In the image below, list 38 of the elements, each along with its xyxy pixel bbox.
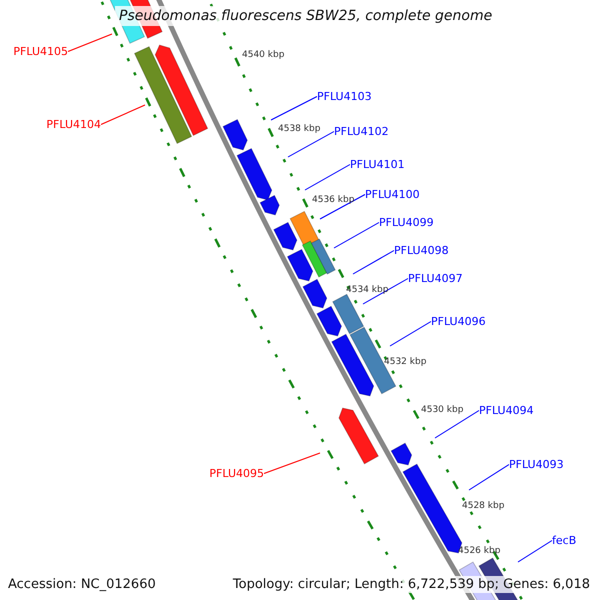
leader-line xyxy=(304,164,350,190)
gene-label: PFLU4104 xyxy=(46,118,101,131)
scale-tick-label: 4540 kbp xyxy=(242,50,284,61)
gene-label: PFLU4102 xyxy=(334,125,389,138)
gene-label: PFLU4093 xyxy=(509,458,564,471)
leader-line xyxy=(320,194,366,220)
scale-tick-label: 4530 kbp xyxy=(421,405,464,416)
leader-line xyxy=(362,278,408,304)
gene-label: fecB xyxy=(552,534,576,547)
gene-label: PFLU4095 xyxy=(209,467,264,480)
gene-label: PFLU4100 xyxy=(365,188,420,201)
gene-label: PFLU4101 xyxy=(350,158,405,171)
leader-line xyxy=(100,104,146,125)
leader-line xyxy=(68,34,112,52)
leader-line xyxy=(288,131,334,158)
leader-line xyxy=(434,410,480,438)
genome-summary-text: Topology: circular; Length: 6,722,539 bp; Genes: 6,018 xyxy=(230,576,592,593)
gene-label: PFLU4099 xyxy=(379,216,434,229)
leader-line xyxy=(518,540,552,562)
gene-label: PFLU4105 xyxy=(13,45,68,58)
scale-tick-label: 4528 kbp xyxy=(462,501,504,512)
scale-tick-label: 4538 kbp xyxy=(278,124,320,135)
leader-line xyxy=(334,222,380,248)
scale-tick-label: 4532 kbp xyxy=(384,357,426,368)
leader-line xyxy=(270,96,318,120)
leader-line xyxy=(352,250,394,274)
gene-label: PFLU4097 xyxy=(408,272,463,285)
scale-tick-label: 4536 kbp xyxy=(312,195,354,206)
gene-label: PFLU4096 xyxy=(431,315,486,328)
leader-line xyxy=(468,464,510,490)
gene-label: PFLU4103 xyxy=(317,90,372,103)
gene-label: PFLU4098 xyxy=(394,244,449,257)
leader-line xyxy=(390,321,432,346)
scale-tick-label: 4526 kbp xyxy=(458,546,500,557)
gene-label: PFLU4094 xyxy=(479,404,534,417)
leader-line xyxy=(264,452,320,474)
accession-text: Accession: NC_012660 xyxy=(6,576,158,593)
scale-tick-label: 4534 kbp xyxy=(346,285,388,296)
